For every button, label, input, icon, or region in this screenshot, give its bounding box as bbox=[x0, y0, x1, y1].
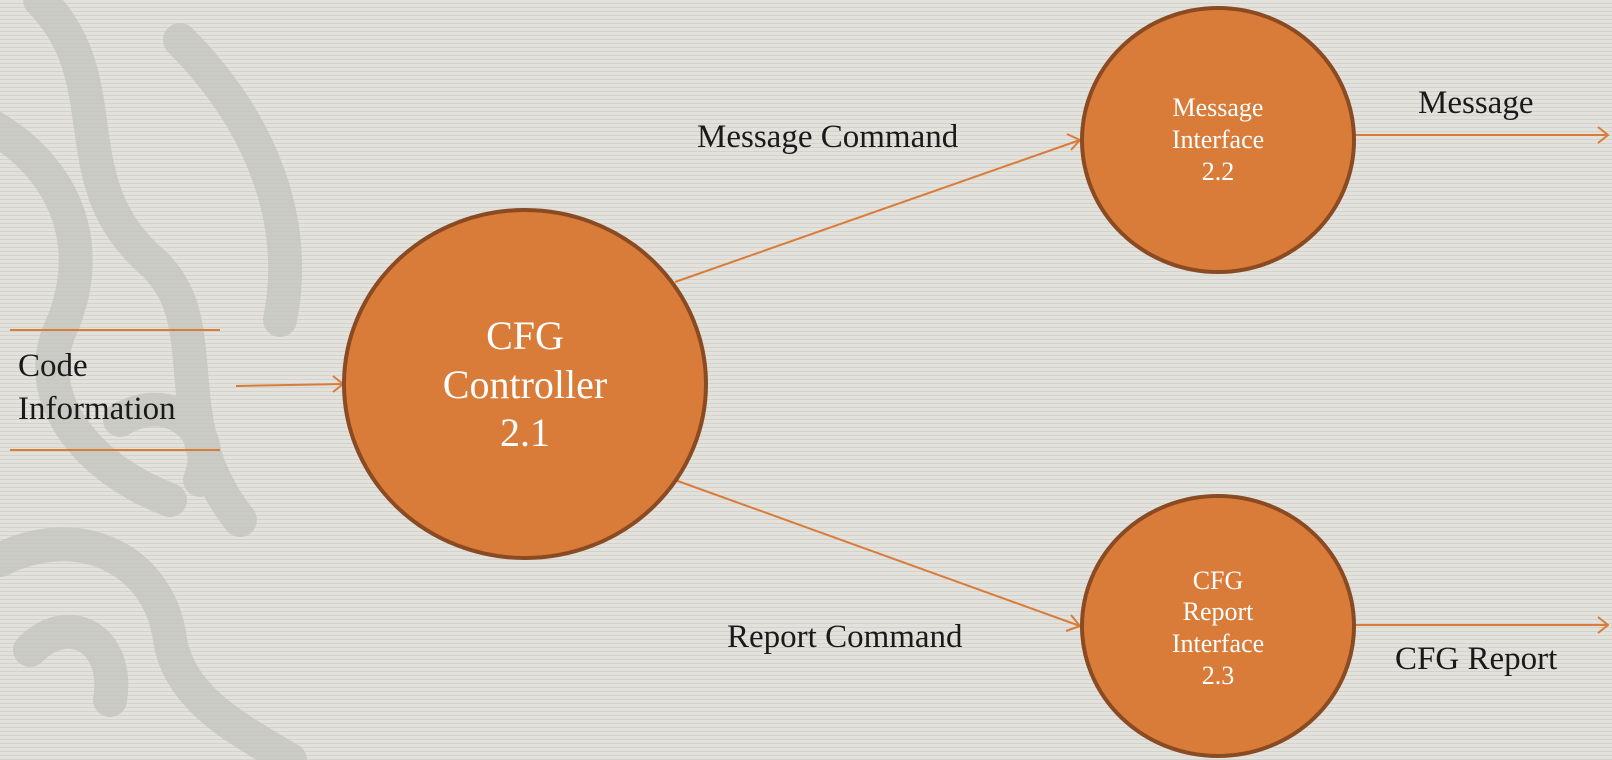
data-store-line-2: Information bbox=[18, 390, 176, 427]
message-arrowhead bbox=[1597, 126, 1610, 144]
message-interface-line-1: Message bbox=[1172, 93, 1264, 123]
data-store-label: Code Information bbox=[18, 345, 176, 431]
cfg-controller-circle bbox=[342, 208, 708, 560]
message-command-label: Message Command bbox=[697, 119, 959, 155]
data-store-line-1: Code bbox=[18, 348, 88, 384]
message-interface-line-3: 2.2 bbox=[1201, 156, 1235, 186]
message-interface-label: Message Interface 2.2 bbox=[1118, 88, 1318, 192]
cfg-controller-line-2: Controller bbox=[442, 361, 608, 407]
message-interface-circle bbox=[1080, 6, 1356, 274]
cfg-report-interface-label: CFG Report Interface 2.3 bbox=[1118, 556, 1318, 700]
cfg-controller-line-3: 2.1 bbox=[500, 410, 550, 456]
cfg-report-interface-line-3: Interface bbox=[1171, 629, 1265, 658]
code-information-flow-line bbox=[235, 383, 344, 387]
message-command-flow-line bbox=[674, 139, 1081, 283]
message-flow-label: Message bbox=[1418, 85, 1534, 121]
cfg-report-interface-line-1: CFG bbox=[1192, 565, 1244, 595]
cfg-controller-label: CFG Controller 2.1 bbox=[375, 298, 675, 472]
cfg-report-flow-label: CFG Report bbox=[1395, 641, 1558, 677]
cfg-report-interface-line-2: Report bbox=[1182, 597, 1254, 627]
cfg-report-interface-circle bbox=[1080, 494, 1356, 758]
report-command-label: Report Command bbox=[727, 619, 963, 655]
cfg-report-interface-line-4: 2.3 bbox=[1201, 660, 1235, 690]
report-command-flow-line bbox=[674, 479, 1081, 627]
message-interface-line-2: Interface bbox=[1171, 125, 1265, 155]
background-watermark bbox=[0, 0, 307, 760]
cfg-controller-line-1: CFG bbox=[486, 312, 564, 358]
cfg-report-arrowhead bbox=[1597, 616, 1610, 634]
